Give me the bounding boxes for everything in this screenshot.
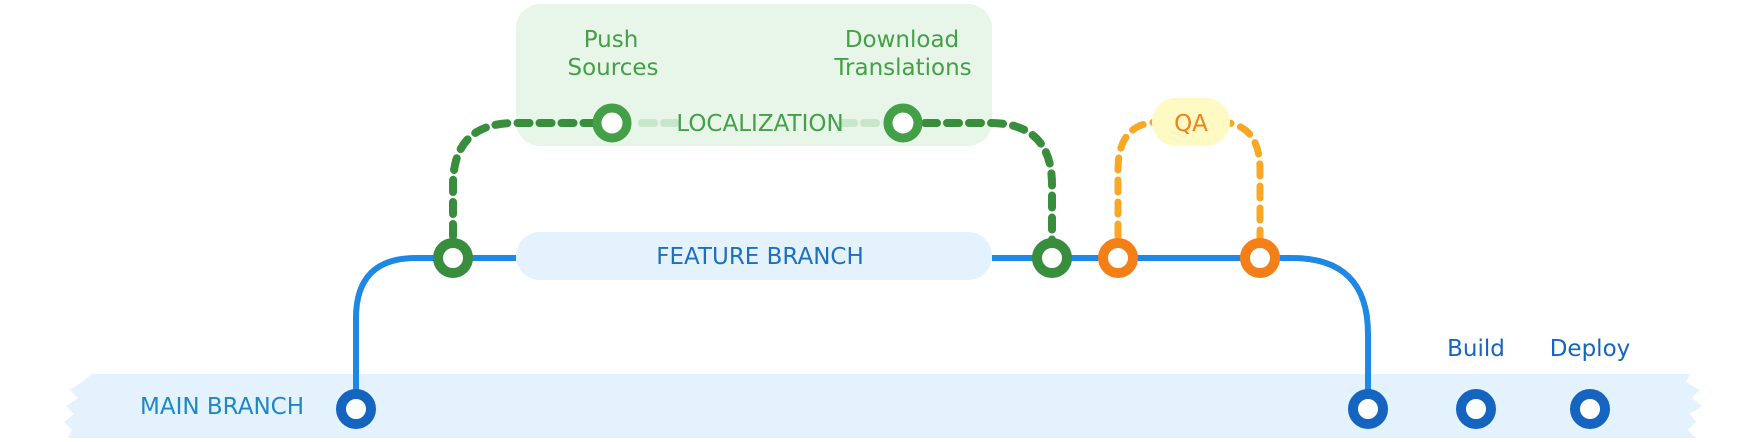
main-branch-merge-node	[1348, 389, 1388, 429]
main-branch-start-node	[336, 389, 376, 429]
qa-pill	[1152, 98, 1230, 146]
feature-branch-label: FEATURE BRANCH	[656, 244, 864, 270]
feature-branch-line	[353, 255, 1371, 409]
main-branch-label: MAIN BRANCH	[140, 394, 304, 420]
qa-out-node	[1098, 238, 1138, 278]
deploy-node	[1570, 389, 1610, 429]
localization-dashed-left	[449, 119, 616, 262]
localization-branch-in-node	[1032, 238, 1072, 278]
build-label: Build	[1447, 336, 1505, 362]
localization-box	[516, 4, 992, 146]
localization-dashed-right	[899, 119, 1056, 262]
localization-branch-out-node	[433, 238, 473, 278]
localization-label: LOCALIZATION	[676, 111, 843, 137]
download-translations-node	[883, 103, 923, 143]
download-translations-label-line2: Translations	[833, 55, 971, 81]
feature-branch-pill	[516, 232, 992, 280]
qa-in-node	[1240, 238, 1280, 278]
push-sources-label-line2: Sources	[568, 55, 659, 81]
main-branch-band	[64, 374, 1702, 438]
download-translations-label-line1: Download	[845, 27, 959, 53]
qa-label: QA	[1174, 111, 1208, 137]
push-sources-node	[592, 103, 632, 143]
deploy-label: Deploy	[1550, 336, 1631, 362]
build-node	[1456, 389, 1496, 429]
push-sources-label-line1: Push	[584, 27, 639, 53]
